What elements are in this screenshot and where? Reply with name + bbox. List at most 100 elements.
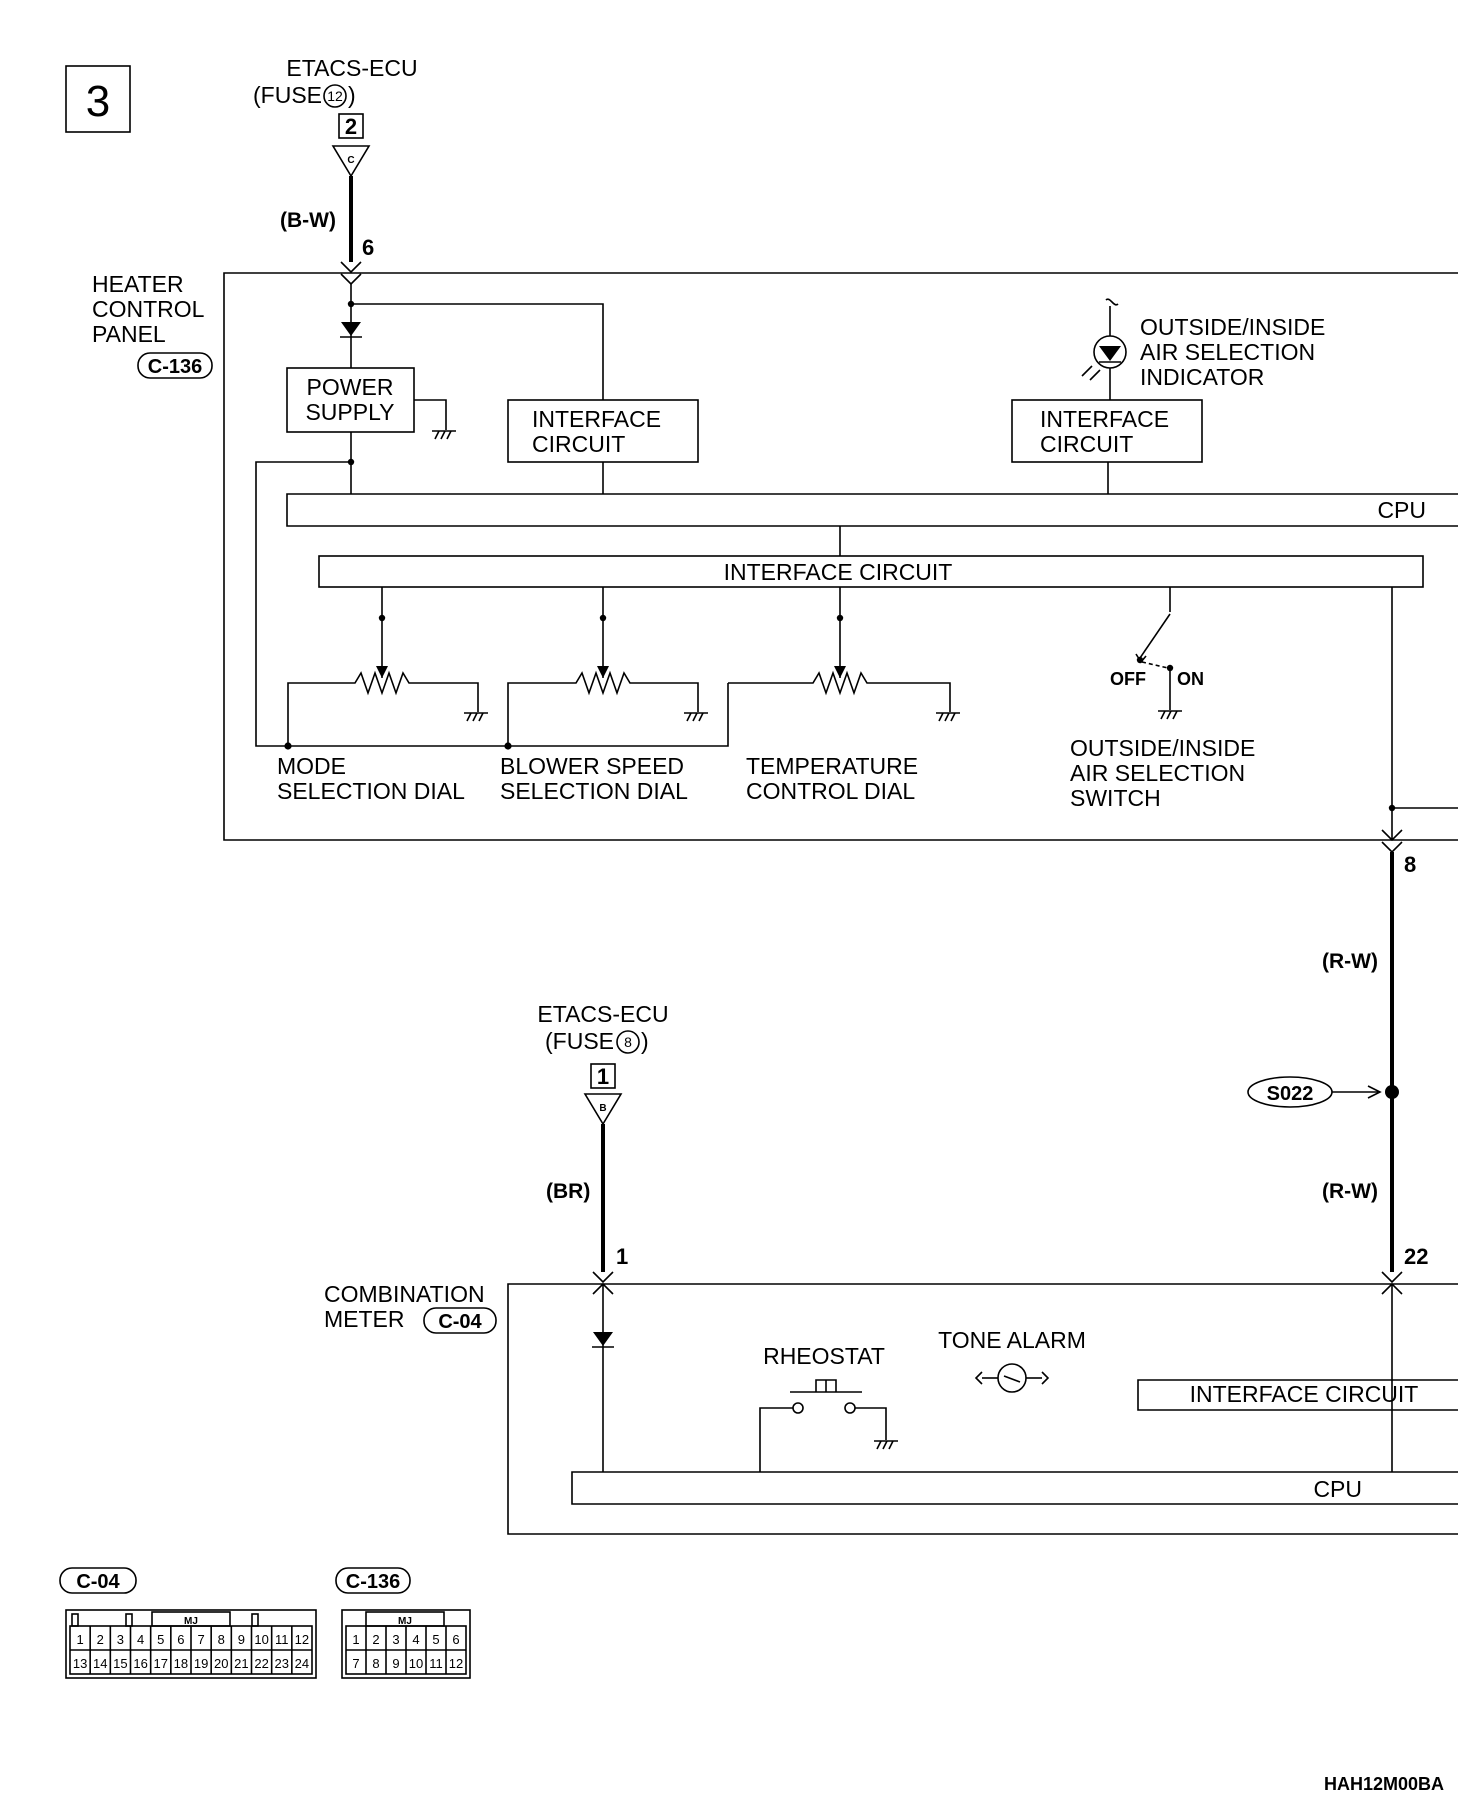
meter-connector-code: C-04 bbox=[438, 1311, 482, 1333]
meter-frame bbox=[507, 1283, 1458, 1535]
connector-arrow-pin6 bbox=[340, 261, 362, 274]
blower-dial-label-2: SELECTION DIAL bbox=[500, 778, 688, 804]
figure-code: HAH12M00BA bbox=[1324, 1774, 1444, 1794]
interface-circuit-left bbox=[507, 399, 699, 463]
c136-pin-6: 6 bbox=[452, 1632, 459, 1647]
ground-icon-power bbox=[432, 430, 456, 440]
c04-pin-1: 1 bbox=[76, 1632, 83, 1647]
c04-pin-6: 6 bbox=[177, 1632, 184, 1647]
blower-dial-potentiometer bbox=[504, 587, 708, 750]
wire-top-code: (B-W) bbox=[280, 209, 336, 232]
c04-pin-12: 12 bbox=[295, 1632, 309, 1647]
temp-dial-potentiometer bbox=[728, 587, 960, 722]
meter-interface-circuit bbox=[1137, 1379, 1458, 1411]
wire-bottom-code: (BR) bbox=[546, 1180, 590, 1203]
splice-code: S022 bbox=[1267, 1083, 1314, 1105]
interface-right-1: INTERFACE bbox=[1040, 406, 1169, 432]
c04-view-code: MJ bbox=[184, 1616, 198, 1627]
switch-label-2: AIR SELECTION bbox=[1070, 760, 1245, 786]
mode-dial-potentiometer bbox=[284, 587, 488, 750]
fuse-bottom-connector-letter: B bbox=[599, 1103, 606, 1114]
switch-label-1: OUTSIDE/INSIDE bbox=[1070, 735, 1255, 761]
fuse-bottom-number: 8 bbox=[624, 1034, 632, 1050]
blower-dial-label-1: BLOWER SPEED bbox=[500, 753, 684, 779]
c04-pin-10: 10 bbox=[254, 1632, 268, 1647]
wire-right-lower-code: (R-W) bbox=[1322, 1180, 1378, 1203]
temp-dial-label-2: CONTROL DIAL bbox=[746, 778, 915, 804]
fuse-top-title: ETACS-ECU bbox=[286, 55, 417, 81]
c04-pin-23: 23 bbox=[275, 1656, 289, 1671]
c04-pin-17: 17 bbox=[154, 1656, 168, 1671]
c04-pin-7: 7 bbox=[197, 1632, 204, 1647]
fuse-top-number: 12 bbox=[327, 88, 343, 104]
c04-pin-20: 20 bbox=[214, 1656, 228, 1671]
c04-pin-4: 4 bbox=[137, 1632, 144, 1647]
fuse-bottom-prefix: (FUSE bbox=[545, 1028, 614, 1054]
c136-pin-7: 7 bbox=[352, 1656, 359, 1671]
indicator-label-2: AIR SELECTION bbox=[1140, 339, 1315, 365]
heater-panel-frame bbox=[223, 272, 1458, 841]
c136-pin-10: 10 bbox=[409, 1656, 423, 1671]
c04-pin-3: 3 bbox=[117, 1632, 124, 1647]
wire-right-upper-code: (R-W) bbox=[1322, 950, 1378, 973]
c04-view-label: C-04 bbox=[76, 1571, 120, 1593]
fuse-top-group: ETACS-ECU (FUSE 12 ) 2 C bbox=[253, 55, 418, 178]
interface-wide-label: INTERFACE CIRCUIT bbox=[724, 559, 953, 585]
combination-meter-label: COMBINATION METER C-04 bbox=[324, 1281, 497, 1334]
led-indicator-icon bbox=[1081, 298, 1127, 400]
heater-title-3: PANEL bbox=[92, 321, 166, 347]
indicator-label-1: OUTSIDE/INSIDE bbox=[1140, 314, 1325, 340]
mode-dial-label-2: SELECTION DIAL bbox=[277, 778, 465, 804]
interface-left-2: CIRCUIT bbox=[532, 431, 625, 457]
c136-pin-1: 1 bbox=[352, 1632, 359, 1647]
meter-cpu-label: CPU bbox=[1313, 1476, 1362, 1502]
c04-pin-5: 5 bbox=[157, 1632, 164, 1647]
rheostat-switch-icon bbox=[759, 1379, 898, 1472]
c04-pin-18: 18 bbox=[174, 1656, 188, 1671]
fuse-bottom-suffix: ) bbox=[641, 1028, 649, 1054]
pin-meter-22: 22 bbox=[1404, 1244, 1428, 1269]
c04-pin-14: 14 bbox=[93, 1656, 107, 1671]
pin-meter-1: 1 bbox=[616, 1244, 628, 1269]
c136-view-code: MJ bbox=[398, 1616, 412, 1627]
switch-on-label: ON bbox=[1177, 669, 1204, 689]
diode-icon bbox=[341, 322, 361, 336]
c04-pin-22: 22 bbox=[254, 1656, 268, 1671]
c136-pin-3: 3 bbox=[392, 1632, 399, 1647]
fuse-bottom-terminal: 1 bbox=[597, 1064, 609, 1089]
air-selection-switch-icon bbox=[1135, 587, 1182, 720]
mode-dial-label-1: MODE bbox=[277, 753, 346, 779]
indicator-label-3: INDICATOR bbox=[1140, 364, 1264, 390]
switch-off-label: OFF bbox=[1110, 669, 1146, 689]
power-supply-label-1: POWER bbox=[307, 374, 394, 400]
c136-pin-8: 8 bbox=[372, 1656, 379, 1671]
meter-cpu-bar bbox=[571, 1471, 1458, 1505]
c136-pin-9: 9 bbox=[392, 1656, 399, 1671]
meter-title-1: COMBINATION bbox=[324, 1281, 485, 1307]
interface-circuit-wide bbox=[318, 555, 1424, 588]
c136-pin-11: 11 bbox=[429, 1656, 443, 1671]
power-supply-label-2: SUPPLY bbox=[305, 399, 394, 425]
page-number-box: 3 bbox=[65, 65, 131, 133]
c04-pin-24: 24 bbox=[295, 1656, 309, 1671]
connector-arrow-pin8 bbox=[1381, 829, 1403, 842]
heater-connector-code: C-136 bbox=[148, 356, 202, 378]
c04-pin-8: 8 bbox=[218, 1632, 225, 1647]
heater-cpu-label: CPU bbox=[1377, 497, 1426, 523]
pin-8: 8 bbox=[1404, 852, 1416, 877]
c136-view-label: C-136 bbox=[346, 1571, 400, 1593]
c04-pin-11: 11 bbox=[275, 1632, 289, 1647]
fuse-top-terminal: 2 bbox=[345, 114, 357, 139]
meter-diode-icon bbox=[593, 1332, 613, 1346]
c136-pin-2: 2 bbox=[372, 1632, 379, 1647]
tone-alarm-label: TONE ALARM bbox=[938, 1327, 1086, 1353]
c04-pin-19: 19 bbox=[194, 1656, 208, 1671]
meter-interface-label: INTERFACE CIRCUIT bbox=[1190, 1381, 1419, 1407]
c136-pin-5: 5 bbox=[432, 1632, 439, 1647]
c04-pin-9: 9 bbox=[238, 1632, 245, 1647]
page-number: 3 bbox=[86, 77, 110, 126]
heater-cpu-bar bbox=[286, 493, 1458, 527]
c04-pin-13: 13 bbox=[73, 1656, 87, 1671]
